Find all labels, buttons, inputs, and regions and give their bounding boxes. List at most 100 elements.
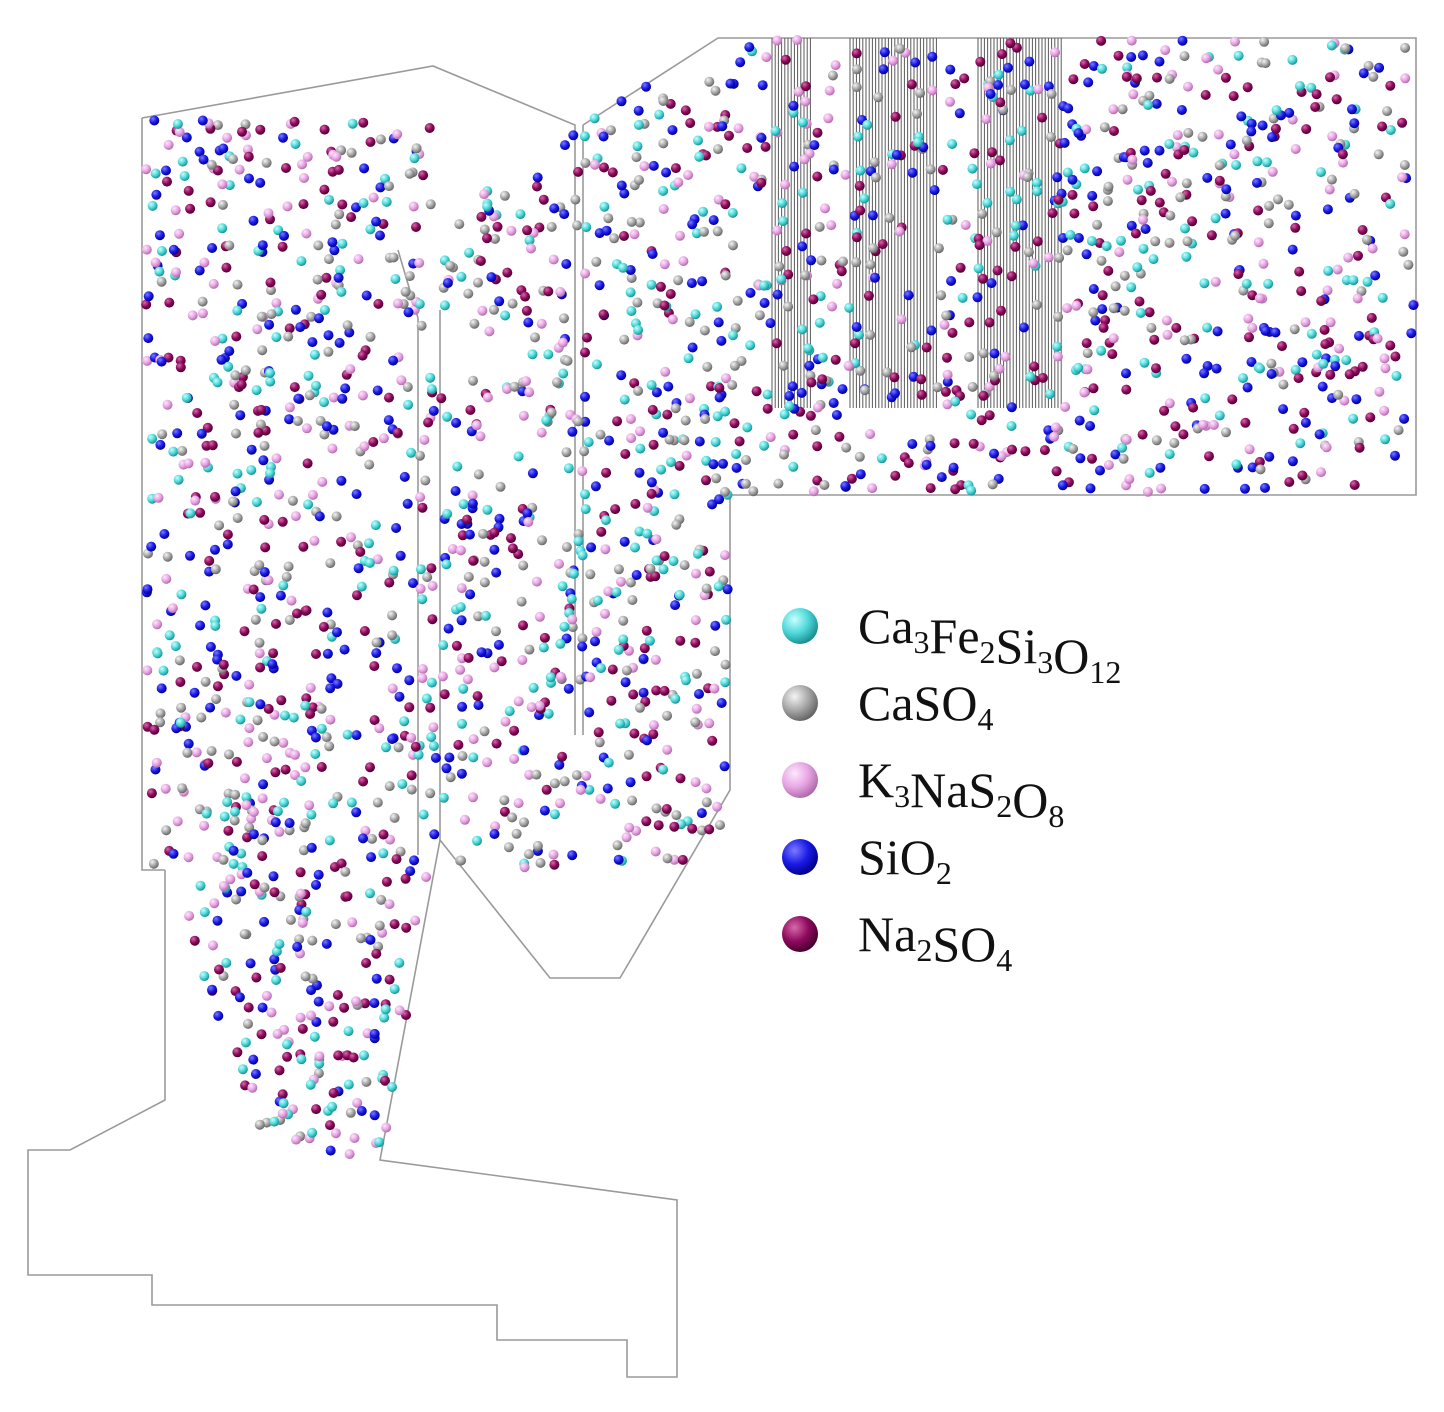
particle <box>222 539 233 550</box>
particle <box>1208 419 1219 430</box>
particle <box>837 384 848 395</box>
particle <box>307 489 318 500</box>
particle <box>507 812 518 823</box>
particle <box>384 392 394 403</box>
particle <box>1169 438 1180 448</box>
particle <box>1363 60 1374 71</box>
particle <box>993 69 1004 80</box>
particle <box>195 620 206 631</box>
legend-item: Na2SO4 <box>782 906 1012 978</box>
particle <box>581 222 592 233</box>
particle <box>477 305 488 316</box>
particle <box>524 849 534 860</box>
particle <box>1179 51 1190 62</box>
particle <box>369 661 380 672</box>
particle <box>1107 349 1118 360</box>
particle <box>231 756 242 767</box>
particle <box>761 52 772 63</box>
particle <box>639 161 650 172</box>
particle <box>1099 122 1110 133</box>
particle <box>704 566 715 577</box>
particle <box>200 676 211 687</box>
particle <box>349 421 360 432</box>
particle <box>903 290 914 301</box>
particle <box>229 815 240 826</box>
particle <box>982 197 993 208</box>
particle <box>806 255 817 266</box>
particle <box>519 745 530 756</box>
particle <box>417 502 428 513</box>
particle <box>1295 438 1306 449</box>
particle <box>1122 62 1133 73</box>
particle <box>846 473 857 484</box>
particle <box>679 435 690 446</box>
particle <box>651 685 662 696</box>
particle <box>680 105 691 116</box>
particle <box>399 471 410 482</box>
particle <box>520 291 531 302</box>
particle <box>590 636 600 647</box>
particle <box>1382 106 1393 117</box>
particle <box>304 800 315 811</box>
particle <box>284 402 295 413</box>
particle <box>472 691 483 702</box>
particle <box>258 455 269 466</box>
particle <box>378 848 389 859</box>
particle <box>203 758 214 769</box>
particle <box>580 504 591 515</box>
particle <box>1089 405 1100 416</box>
particle <box>1220 72 1231 83</box>
particle <box>831 410 842 420</box>
particle <box>691 668 702 679</box>
particle <box>618 615 629 626</box>
particle <box>155 717 166 728</box>
particle <box>248 584 259 595</box>
particle <box>1011 194 1022 205</box>
particle <box>1006 421 1017 431</box>
particle <box>420 475 431 486</box>
particle <box>773 478 784 489</box>
particle <box>1092 219 1103 230</box>
particle <box>1391 370 1402 381</box>
particle <box>301 906 312 917</box>
particle <box>589 113 600 124</box>
particle <box>532 172 543 183</box>
particle <box>1023 247 1034 258</box>
particle <box>760 141 771 152</box>
particle <box>365 137 376 147</box>
particle <box>499 190 510 201</box>
particle <box>1128 89 1139 100</box>
particle <box>557 581 568 592</box>
particle <box>711 473 722 484</box>
particle <box>1214 410 1225 421</box>
particle <box>613 644 624 655</box>
particle <box>429 829 440 840</box>
particle <box>1290 210 1301 221</box>
particle <box>814 317 825 328</box>
particle <box>828 398 839 408</box>
particle <box>690 717 701 728</box>
particle <box>283 331 294 342</box>
particle <box>659 300 670 311</box>
particle <box>240 119 251 130</box>
particle <box>742 143 753 153</box>
particle <box>247 1082 258 1093</box>
particle <box>299 173 309 183</box>
particle <box>536 318 547 329</box>
particle <box>855 469 866 480</box>
particle <box>1243 313 1254 324</box>
particle <box>712 411 723 422</box>
particle <box>199 257 210 268</box>
particle <box>230 486 241 497</box>
particle <box>192 408 203 418</box>
particle <box>664 434 675 445</box>
particle <box>1096 255 1107 266</box>
particle <box>1406 328 1417 339</box>
particle <box>704 718 715 729</box>
particle <box>1165 210 1176 221</box>
particle <box>179 171 190 181</box>
particle <box>336 536 347 547</box>
particle <box>1108 333 1119 344</box>
particle <box>473 277 483 288</box>
particle <box>342 320 353 331</box>
